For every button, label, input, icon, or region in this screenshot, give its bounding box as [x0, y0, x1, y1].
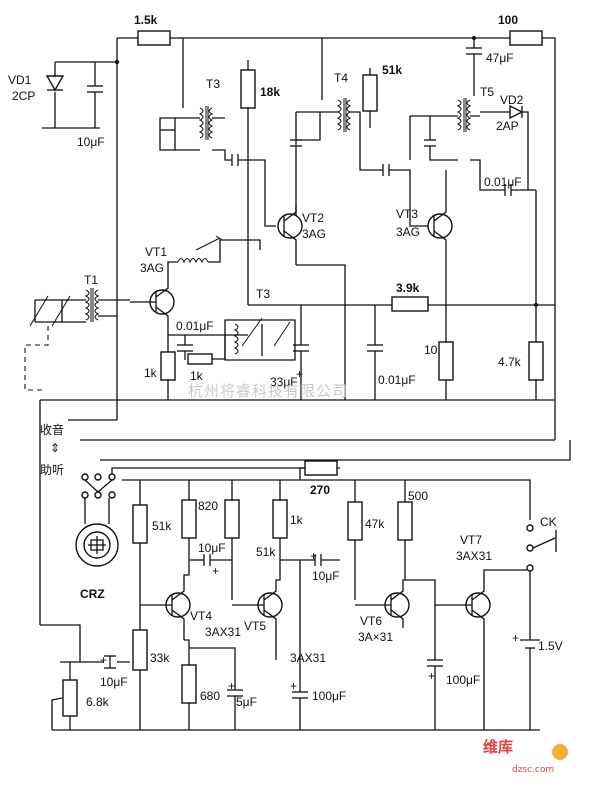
label-r-1-5k: 1.5k — [134, 13, 158, 27]
label-t3-top: T3 — [206, 77, 220, 91]
label-c-0-01uf-left: 0.01μF — [176, 319, 214, 333]
resistor-4-7k — [528, 341, 544, 381]
resistor-10 — [438, 341, 454, 381]
plus-mark: + — [310, 549, 317, 563]
watermark-text: 杭州将睿科技有限公司 — [188, 382, 348, 400]
label-battery: 1.5V — [538, 639, 563, 653]
label-c-10uf-c: 10μF — [312, 569, 340, 583]
label-t5: T5 — [480, 85, 494, 99]
label-vt1-name: VT1 — [145, 245, 167, 259]
label-c-10uf-top: 10μF — [77, 135, 105, 149]
label-r-33k: 33k — [150, 651, 170, 665]
label-vd2-name: VD2 — [500, 93, 524, 107]
resistor-820-b — [224, 499, 240, 539]
label-vt4-name: VT4 — [190, 609, 212, 623]
label-vt3-name: VT3 — [396, 207, 418, 221]
label-vt7-type: 3AX31 — [456, 549, 492, 563]
label-r-18k: 18k — [260, 85, 280, 99]
label-ck: CK — [540, 515, 557, 529]
label-vd1-name: VD1 — [8, 73, 32, 87]
label-c-0-01uf-right: 0.01μF — [484, 175, 522, 189]
label-vd1-type: 2CP — [12, 89, 35, 103]
label-vt2-type: 3AG — [302, 227, 326, 241]
label-r-100: 100 — [498, 13, 518, 27]
plus-mark: + — [296, 367, 303, 381]
resistor-1k-a — [160, 351, 176, 381]
switch-arrow: ⇕ — [50, 441, 60, 455]
label-r-51k-top: 51k — [382, 63, 402, 77]
resistor-51k-c — [272, 499, 288, 539]
plus-mark: + — [100, 653, 107, 667]
label-switch-radio: 收音 — [40, 422, 64, 437]
label-c-33uf: 33μF — [270, 375, 298, 389]
resistor-3-9k — [391, 296, 429, 312]
label-r-51k-c: 51k — [256, 545, 276, 559]
label-r-500: 500 — [408, 489, 428, 503]
label-r-1k-c: 1k — [290, 513, 304, 527]
label-r-270: 270 — [310, 483, 330, 497]
label-vt6-name: VT6 — [360, 614, 382, 628]
label-vt4-type: 3AX31 — [205, 625, 241, 639]
resistor-270 — [304, 460, 338, 476]
resistor-680 — [181, 664, 197, 704]
label-r-6-8k: 6.8k — [86, 695, 110, 709]
label-r-1k-b: 1k — [190, 369, 204, 383]
vd2-diode — [509, 104, 524, 120]
label-t4: T4 — [334, 71, 348, 85]
logo-line2: dzsc.com — [512, 765, 554, 775]
site-logo: 维库 dzsc.com — [483, 738, 568, 775]
resistor-1-5k — [137, 30, 171, 46]
label-r-10: 10 — [424, 343, 438, 357]
label-c-100uf-a: 100μF — [312, 689, 346, 703]
plus-mark: + — [212, 564, 219, 578]
plus-mark: + — [290, 679, 297, 693]
resistor-51k-b — [132, 504, 148, 544]
label-r-820: 820 — [198, 499, 218, 513]
label-c-0-01uf-mid: 0.01μF — [378, 373, 416, 387]
label-crz: CRZ — [80, 587, 105, 601]
resistor-1k-b — [187, 353, 213, 365]
resistor-820 — [181, 499, 197, 539]
resistor-500 — [397, 501, 413, 541]
label-vt3-type: 3AG — [396, 225, 420, 239]
plus-mark: + — [428, 669, 435, 683]
plus-mark: + — [228, 679, 235, 693]
logo-mascot-icon — [552, 744, 568, 760]
resistor-51k-top — [362, 74, 378, 112]
label-c-10uf-b: 10μF — [198, 541, 226, 555]
vd1-diode — [45, 75, 65, 92]
label-t3-bottom: T3 — [256, 287, 270, 301]
label-vd2-type: 2AP — [496, 119, 519, 133]
label-r-47k: 47k — [365, 517, 385, 531]
label-vt2-name: VT2 — [302, 211, 324, 225]
label-r-51k-b: 51k — [152, 519, 172, 533]
resistor-18k — [240, 69, 256, 109]
label-vt1-type: 3AG — [140, 261, 164, 275]
logo-line1: 维库 — [483, 738, 513, 756]
vt3-transistor — [427, 213, 453, 239]
label-vt7-name: VT7 — [460, 533, 482, 547]
resistor-33k — [132, 629, 148, 671]
label-r-1k-a: 1k — [144, 366, 158, 380]
label-c-47uf: 47μF — [486, 51, 514, 65]
label-vt6-type: 3A×31 — [358, 630, 393, 644]
label-vt5-type: 3AX31 — [290, 651, 326, 665]
label-r-680: 680 — [200, 689, 220, 703]
label-r-3-9k: 3.9k — [396, 281, 420, 295]
resistor-47k — [347, 501, 363, 541]
resistor-100 — [509, 30, 543, 46]
resistor-6-8k-pot — [62, 679, 78, 717]
label-switch-hearing-aid: 助听 — [40, 463, 64, 477]
label-vt5-name: VT5 — [244, 619, 266, 633]
label-c-10uf-d: 10μF — [100, 675, 128, 689]
vt2-transistor — [277, 213, 303, 239]
label-c-100uf-b: 100μF — [446, 673, 480, 687]
plus-mark: + — [512, 631, 519, 645]
label-c-5uf: 5μF — [236, 695, 257, 709]
label-r-4-7k: 4.7k — [498, 355, 522, 369]
label-t1: T1 — [84, 273, 98, 287]
